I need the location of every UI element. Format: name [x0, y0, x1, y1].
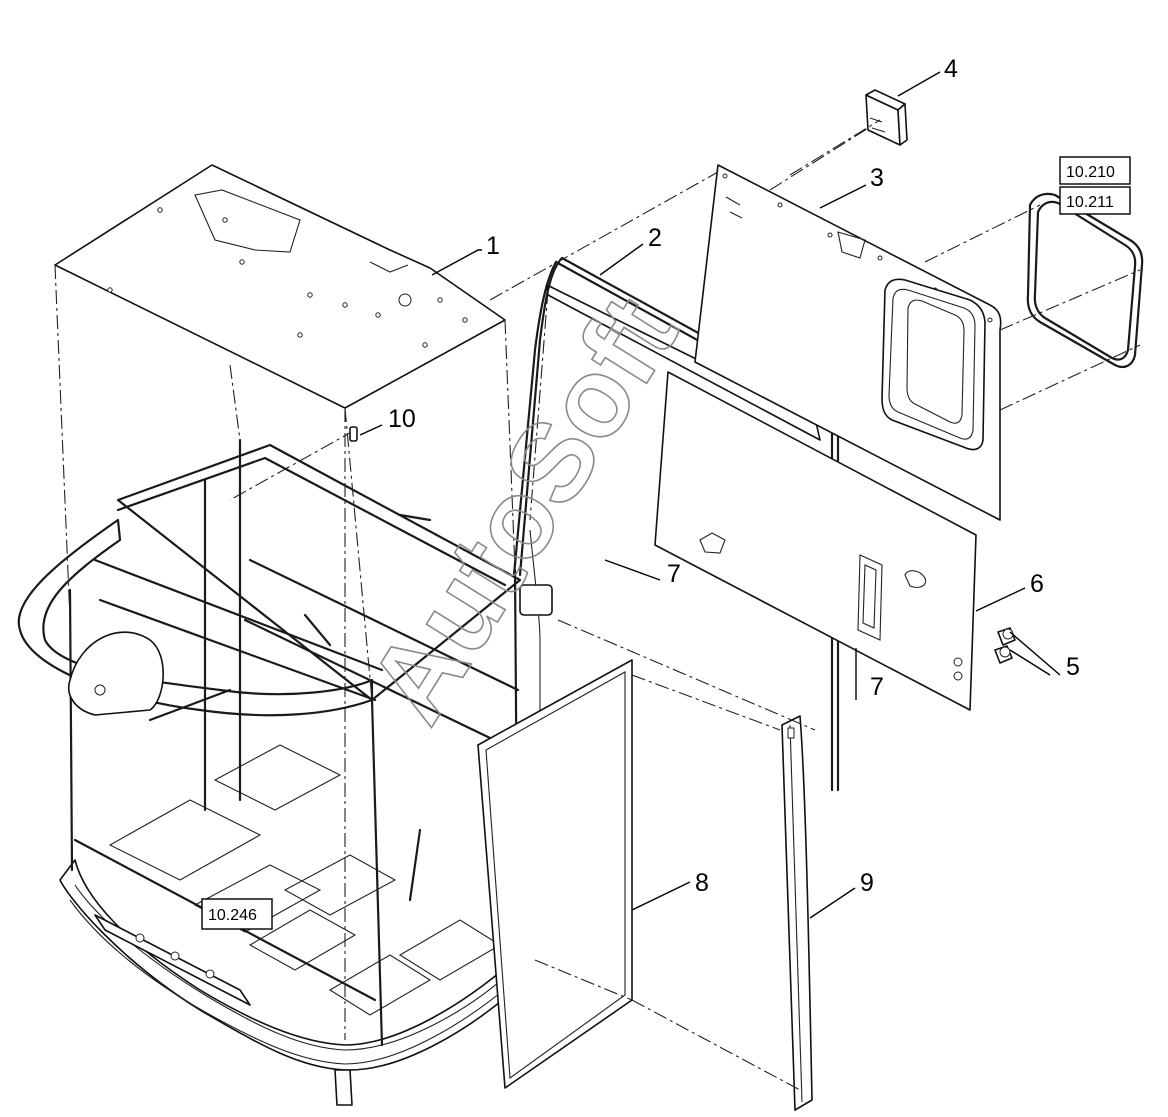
callout-8: 8: [631, 869, 709, 911]
callout-10-label: 10: [388, 405, 416, 433]
callout-4-label: 4: [944, 55, 958, 83]
callout-10: 10: [359, 405, 416, 436]
callout-7-lower-label: 7: [870, 673, 884, 701]
callout-1-label: 1: [486, 232, 500, 260]
callout-8-label: 8: [695, 869, 709, 897]
window-panel: [694, 164, 1002, 521]
callout-6: 6: [975, 570, 1044, 612]
reference-10-246-label: 10.246: [208, 907, 257, 924]
callout-2: 2: [599, 224, 662, 276]
reference-10-211: 10.211: [1059, 186, 1131, 215]
callout-3-label: 3: [870, 164, 884, 192]
reference-10-210: 10.210: [1059, 156, 1131, 185]
callout-7-upper: 7: [604, 559, 681, 588]
seal-strip: [781, 715, 813, 1111]
reference-10-246: 10.246: [201, 898, 273, 930]
callout-5: 5: [1009, 631, 1080, 681]
rubber-pad: [865, 89, 908, 146]
roof-panel: [54, 164, 506, 409]
callout-6-label: 6: [1030, 570, 1044, 598]
side-glass: [477, 659, 633, 1089]
projection-lines-roof: [54, 264, 516, 1040]
callout-1: 1: [431, 232, 500, 276]
cab-frame: [17, 438, 522, 1106]
callout-2-label: 2: [648, 224, 662, 252]
callout-9: 9: [809, 869, 874, 919]
reference-10-211-label: 10.211: [1066, 194, 1114, 211]
callout-9-label: 9: [860, 869, 874, 897]
callout-3: 3: [819, 164, 884, 209]
callout-7-upper-label: 7: [667, 560, 681, 588]
pin: [349, 426, 358, 442]
callout-7-lower: 7: [855, 648, 884, 701]
callout-4: 4: [897, 55, 958, 97]
callout-5-label: 5: [1066, 653, 1080, 681]
explosion-lines: [489, 119, 1141, 1091]
hatch-seal: [1026, 192, 1144, 369]
interior-panel: [654, 371, 977, 711]
reference-10-210-label: 10.210: [1066, 164, 1115, 181]
